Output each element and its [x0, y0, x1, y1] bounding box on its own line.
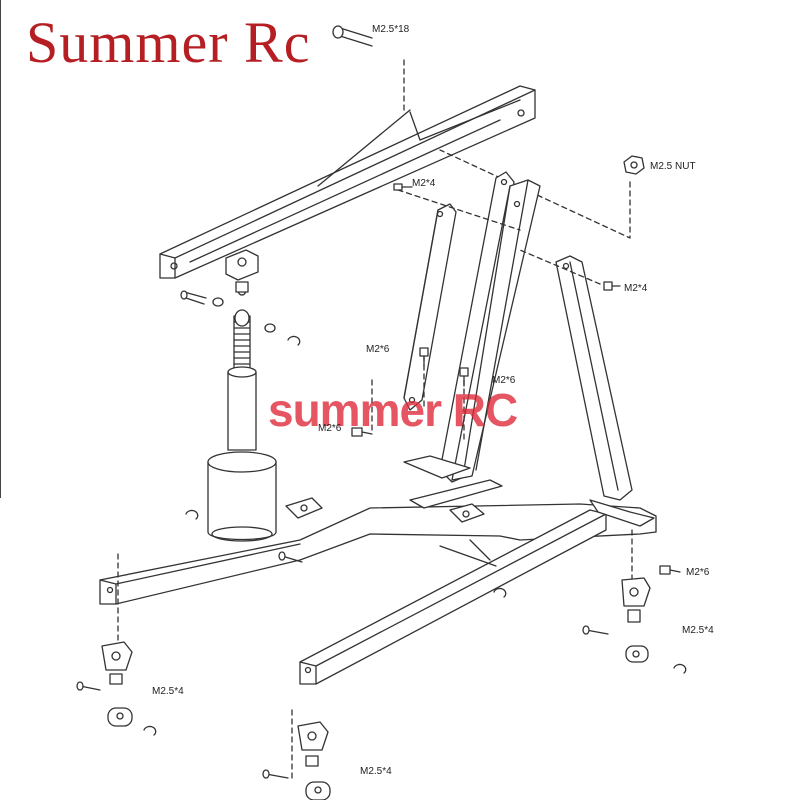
small-screws — [351, 183, 681, 575]
callout-m2x6-center: M2*6 — [492, 375, 516, 386]
callout-m25x4-right: M2.5*4 — [682, 625, 714, 636]
callout-m25-nut: M2.5 NUT — [650, 161, 696, 172]
brand-title: Summer Rc — [26, 10, 311, 75]
hydraulic-jack — [207, 281, 277, 542]
callout-m25x4-left: M2.5*4 — [152, 686, 184, 697]
callout-m2x6-left: M2*6 — [366, 344, 390, 355]
nut-m25 — [439, 149, 645, 239]
callout-m2x4-right: M2*4 — [624, 283, 648, 294]
bolt-m25x18 — [332, 25, 405, 111]
callout-m25x4-bottom: M2.5*4 — [360, 766, 392, 777]
callout-m2x6-lower: M2*6 — [318, 423, 342, 434]
callout-m25x18: M2.5*18 — [372, 24, 410, 35]
callout-m2x6-right: M2*6 — [686, 567, 710, 578]
guide-lines — [117, 189, 633, 781]
mast-struts — [403, 171, 633, 501]
callout-m2x4-top: M2*4 — [412, 178, 436, 189]
jack-pins — [180, 290, 301, 520]
caster-bottom — [262, 721, 331, 800]
base-frame — [99, 455, 657, 685]
caster-right — [582, 577, 687, 674]
boom-arm — [159, 85, 536, 281]
frame-edge-line — [0, 0, 1, 498]
watermark: summer RC — [268, 384, 518, 436]
base-pin — [278, 551, 507, 598]
caster-left — [76, 641, 157, 736]
